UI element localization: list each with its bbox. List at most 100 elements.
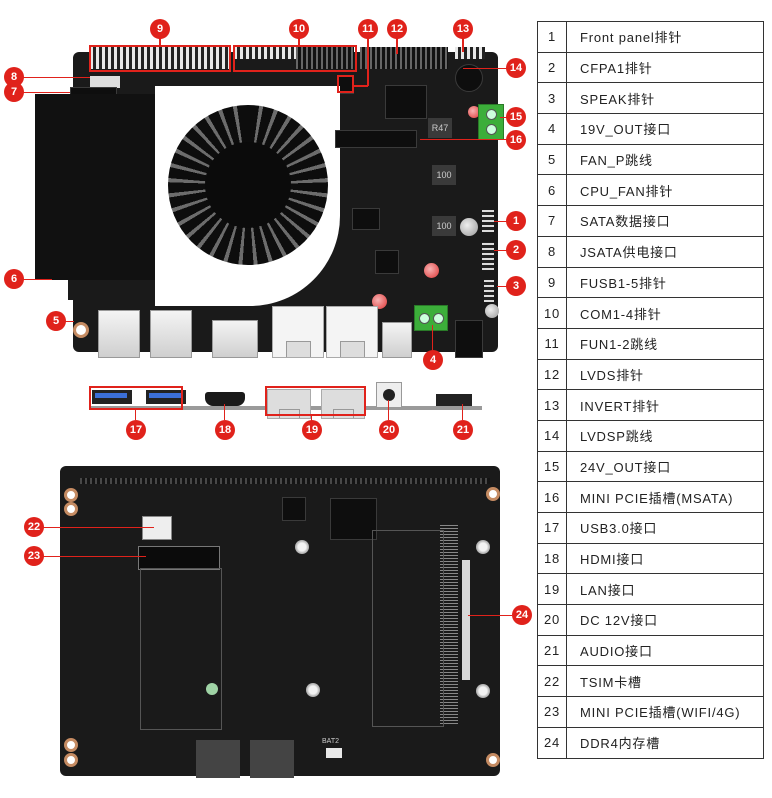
legend-label: HDMI接口 — [566, 542, 764, 575]
capacitor — [460, 218, 478, 236]
callout-leader-line — [159, 38, 161, 46]
com-header-white — [234, 47, 296, 59]
legend-label: COM1-4排针 — [566, 297, 764, 329]
mounting-hole — [64, 502, 78, 516]
callout-leader-line — [494, 221, 507, 222]
audio-jack — [436, 394, 472, 406]
lan-port-top — [326, 306, 378, 358]
callout-leader-line — [42, 556, 146, 557]
legend-number: 21 — [537, 634, 567, 667]
legend-label: 24V_OUT接口 — [566, 450, 764, 483]
callout-marker-15: 15 — [506, 107, 526, 127]
legend-label: 19V_OUT接口 — [566, 113, 764, 145]
mounting-hole — [486, 753, 500, 767]
legend-label: Front panel排针 — [566, 21, 764, 53]
legend-number: 16 — [537, 481, 567, 513]
callout-marker-10: 10 — [289, 19, 309, 39]
legend-number: 18 — [537, 542, 567, 575]
audio-jack-top — [455, 320, 483, 358]
callout-marker-5: 5 — [46, 311, 66, 331]
terminal-24v-out — [478, 104, 504, 140]
callout-leader-line — [135, 410, 136, 420]
highlight-box-10 — [233, 45, 357, 72]
heatsink-pad — [35, 94, 155, 280]
highlight-box-19 — [265, 386, 366, 416]
callout-marker-19: 19 — [302, 420, 322, 440]
legend-number: 5 — [537, 143, 567, 176]
legend-label: MINI PCIE插槽(MSATA) — [566, 481, 764, 513]
legend-number: 13 — [537, 389, 567, 421]
fusb-header-block — [90, 47, 230, 69]
legend-label: CPU_FAN排针 — [566, 174, 764, 207]
callout-leader-line — [497, 286, 507, 287]
callout-marker-6: 6 — [4, 269, 24, 289]
callout-leader-line — [298, 38, 300, 46]
legend-number: 1 — [537, 21, 567, 53]
usb-port-top — [98, 310, 140, 358]
terminal-19v-out — [414, 305, 448, 331]
usb3-port — [92, 390, 132, 404]
hdmi-port-top — [212, 320, 258, 358]
legend-label: FUN1-2跳线 — [566, 327, 764, 360]
legend-number: 11 — [537, 327, 567, 360]
ddr4-slot — [440, 524, 458, 724]
highlight-box-11 — [337, 75, 354, 93]
legend-number: 10 — [537, 297, 567, 329]
screw — [306, 683, 320, 697]
callout-leader-line — [463, 68, 507, 69]
legend-number: 3 — [537, 82, 567, 115]
legend-number: 9 — [537, 266, 567, 299]
callout-marker-18: 18 — [215, 420, 235, 440]
legend-number: 12 — [537, 358, 567, 391]
mini-pcie-wifi-slot — [138, 546, 220, 570]
mounting-hole — [64, 753, 78, 767]
fan-hub — [205, 142, 291, 228]
front-panel-header — [482, 210, 494, 232]
screw — [476, 684, 490, 698]
legend-number: 19 — [537, 573, 567, 606]
callout-leader-line — [22, 92, 70, 93]
super-io-chip — [330, 498, 377, 540]
legend-label: INVERT排针 — [566, 389, 764, 421]
ic-chip-2 — [375, 250, 399, 274]
callout-marker-12: 12 — [387, 19, 407, 39]
legend-label: SATA数据接口 — [566, 205, 764, 237]
invert-header — [455, 47, 485, 59]
ddr4-module-outline — [372, 530, 444, 727]
lan-port-top — [272, 306, 324, 358]
callout-marker-23: 23 — [24, 546, 44, 566]
capacitor-red — [372, 294, 387, 309]
lvds-chip — [385, 85, 427, 119]
legend-number: 17 — [537, 512, 567, 544]
callout-marker-22: 22 — [24, 517, 44, 537]
callout-marker-16: 16 — [506, 130, 526, 150]
mounting-hole — [73, 322, 89, 338]
ic-chip — [352, 208, 380, 230]
legend-label: SPEAK排针 — [566, 82, 764, 115]
legend-label: LVDSP跳线 — [566, 419, 764, 452]
highlight-box-9 — [89, 45, 231, 72]
solder-pads — [80, 478, 490, 484]
legend-label: DDR4内存槽 — [566, 726, 764, 759]
callout-marker-7: 7 — [4, 82, 24, 102]
callout-leader-line — [420, 139, 507, 140]
mounting-hole — [64, 738, 78, 752]
inductor-2r2: 100 — [432, 216, 456, 236]
